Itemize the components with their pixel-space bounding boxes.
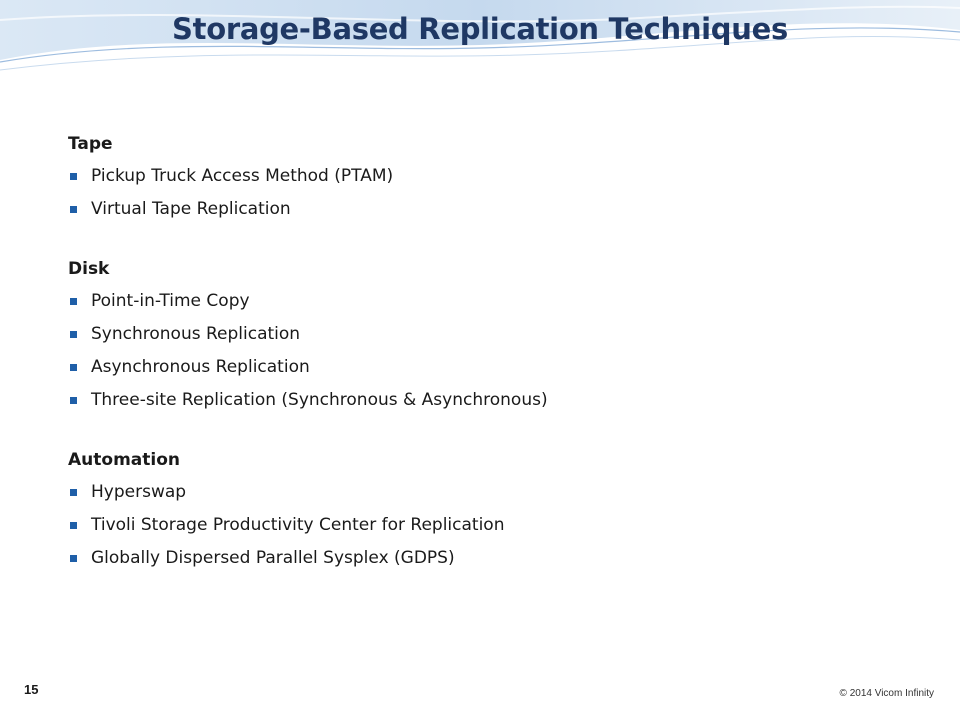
list-item-text: Virtual Tape Replication bbox=[91, 199, 291, 219]
list-item: Asynchronous Replication bbox=[68, 351, 888, 384]
square-bullet-icon bbox=[70, 331, 77, 338]
list-item-text: Point-in-Time Copy bbox=[91, 291, 250, 311]
list-item: Point-in-Time Copy bbox=[68, 285, 888, 318]
square-bullet-icon bbox=[70, 489, 77, 496]
list-item-text: Tivoli Storage Productivity Center for R… bbox=[91, 515, 505, 535]
square-bullet-icon bbox=[70, 364, 77, 371]
list-item-text: Pickup Truck Access Method (PTAM) bbox=[91, 166, 394, 186]
list-item: Synchronous Replication bbox=[68, 318, 888, 351]
bullet-list: Pickup Truck Access Method (PTAM) Virtua… bbox=[68, 160, 888, 226]
list-item: Three-site Replication (Synchronous & As… bbox=[68, 384, 888, 417]
list-item: Virtual Tape Replication bbox=[68, 193, 888, 226]
list-item: Pickup Truck Access Method (PTAM) bbox=[68, 160, 888, 193]
section-heading: Disk bbox=[68, 259, 110, 279]
square-bullet-icon bbox=[70, 206, 77, 213]
list-item: Tivoli Storage Productivity Center for R… bbox=[68, 509, 888, 542]
list-item-text: Three-site Replication (Synchronous & As… bbox=[91, 390, 548, 410]
bullet-list: Point-in-Time Copy Synchronous Replicati… bbox=[68, 285, 888, 417]
square-bullet-icon bbox=[70, 298, 77, 305]
page-number: 15 bbox=[24, 682, 39, 697]
square-bullet-icon bbox=[70, 522, 77, 529]
page-title: Storage-Based Replication Techniques bbox=[172, 12, 788, 46]
square-bullet-icon bbox=[70, 173, 77, 180]
list-item-text: Hyperswap bbox=[91, 482, 187, 502]
list-item-text: Synchronous Replication bbox=[91, 324, 301, 344]
square-bullet-icon bbox=[70, 397, 77, 404]
section-heading: Automation bbox=[68, 450, 180, 470]
list-item: Hyperswap bbox=[68, 476, 888, 509]
header-wave-decoration bbox=[0, 0, 960, 90]
bullet-list: Hyperswap Tivoli Storage Productivity Ce… bbox=[68, 476, 888, 575]
section-heading: Tape bbox=[68, 134, 113, 154]
list-item-text: Asynchronous Replication bbox=[91, 357, 310, 377]
section-automation: Automation Hyperswap Tivoli Storage Prod… bbox=[68, 444, 888, 575]
list-item: Globally Dispersed Parallel Sysplex (GDP… bbox=[68, 542, 888, 575]
section-tape: Tape Pickup Truck Access Method (PTAM) V… bbox=[68, 128, 888, 226]
copyright-notice: © 2014 Vicom Infinity bbox=[839, 688, 934, 699]
content-body: Tape Pickup Truck Access Method (PTAM) V… bbox=[68, 128, 888, 602]
section-disk: Disk Point-in-Time Copy Synchronous Repl… bbox=[68, 253, 888, 417]
list-item-text: Globally Dispersed Parallel Sysplex (GDP… bbox=[91, 548, 455, 568]
square-bullet-icon bbox=[70, 555, 77, 562]
